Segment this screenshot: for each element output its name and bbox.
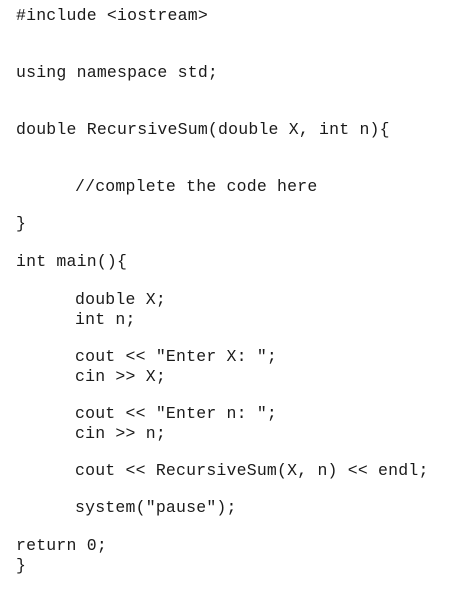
using-namespace-line: using namespace std; [16,63,219,82]
return-line: return 0; [16,536,107,555]
include-directive: #include <iostream> [16,6,208,25]
read-n-line: cin >> n; [75,424,166,443]
function-signature: double RecursiveSum(double X, int n){ [16,120,390,139]
declare-n-line: int n; [75,310,136,329]
main-signature: int main(){ [16,252,128,271]
read-x-line: cin >> X; [75,367,166,386]
prompt-x-line: cout << "Enter X: "; [75,347,278,366]
todo-comment: //complete the code here [75,177,318,196]
function-close-brace: } [16,214,27,233]
main-close-brace: } [16,556,27,575]
declare-x-line: double X; [75,290,166,309]
system-pause-line: system("pause"); [75,498,237,517]
output-line: cout << RecursiveSum(X, n) << endl; [75,461,429,480]
prompt-n-line: cout << "Enter n: "; [75,404,278,423]
